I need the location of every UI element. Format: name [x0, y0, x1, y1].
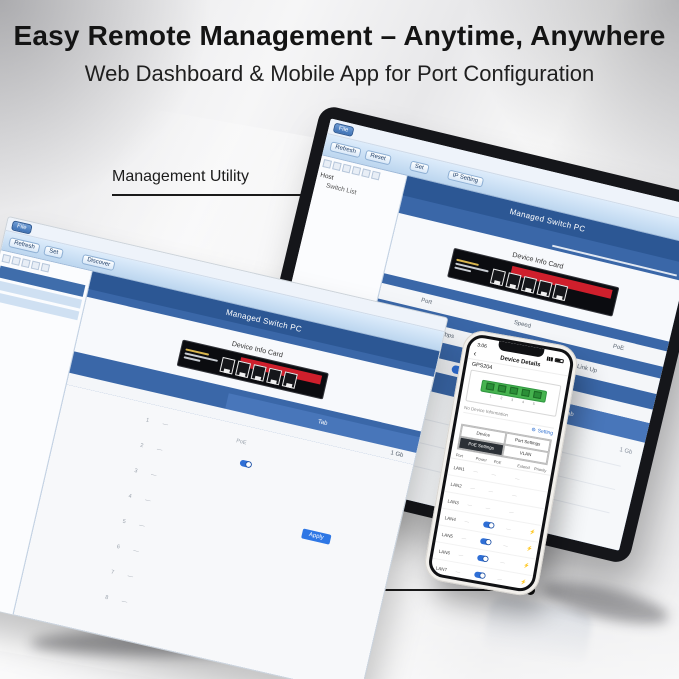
port-icon: [536, 279, 553, 298]
port-number: 5: [532, 401, 536, 406]
port-number: 1: [489, 393, 492, 398]
port-icon: [504, 272, 522, 290]
web-toolbar-button[interactable]: Refresh: [8, 236, 41, 254]
port-row: 8—: [104, 594, 128, 606]
port-row: 5—: [121, 518, 146, 530]
port-icon: [219, 356, 236, 374]
gear-icon: ⚙: [530, 426, 537, 434]
port-icon: [281, 370, 298, 389]
poe-toggle[interactable]: [479, 537, 492, 546]
poe-toggle[interactable]: [476, 553, 489, 562]
utility-toolbar-button[interactable]: Refresh: [329, 140, 362, 158]
speed-label: 1 Gb: [389, 450, 404, 459]
port-icon: [489, 268, 506, 287]
poe-toggle[interactable]: [473, 570, 486, 579]
callout-management-utility: Management Utility: [112, 168, 333, 200]
utility-toolbar-button[interactable]: Reset: [364, 149, 392, 165]
mid-token: PoE: [235, 438, 247, 447]
priority-icon[interactable]: ⚡: [522, 562, 530, 570]
web-toolbar-button[interactable]: Set: [43, 244, 65, 259]
col-label: Port: [420, 297, 433, 307]
speed-label: 1 Gb: [618, 447, 633, 456]
apply-button[interactable]: Apply: [300, 528, 332, 545]
port-number: 3: [510, 397, 514, 402]
utility-menu-button[interactable]: File: [332, 122, 355, 137]
port-icon: [266, 367, 283, 385]
callout-label: Management Utility: [112, 168, 249, 185]
port-icon: [250, 363, 267, 382]
signal-icon: [546, 356, 554, 362]
port-row: 3—: [133, 468, 157, 480]
port-row: 7—: [110, 569, 134, 581]
page-subtitle: Web Dashboard & Mobile App for Port Conf…: [84, 61, 595, 86]
phone-reflection: [482, 595, 594, 668]
page-title: Easy Remote Management – Anytime, Anywhe…: [13, 20, 666, 51]
web-toolbar-button[interactable]: Discover: [81, 253, 117, 271]
port-row: 1—: [145, 417, 169, 429]
col-label: Speed: [513, 319, 532, 330]
port-row: 2—: [139, 442, 163, 454]
port-row: 4—: [127, 493, 152, 505]
port-icon: [520, 275, 537, 294]
port-row: 6—: [116, 543, 140, 555]
laptop-shadow: [538, 573, 672, 633]
port-number: 4: [521, 399, 525, 404]
port-number: 2: [500, 395, 503, 400]
utility-toolbar-button[interactable]: IP Setting: [446, 168, 484, 188]
priority-icon[interactable]: ⚡: [519, 579, 528, 587]
priority-icon[interactable]: ⚡: [528, 529, 536, 537]
web-menu-button[interactable]: File: [11, 219, 33, 234]
switch-image-labels: [183, 348, 219, 365]
port-icon: [551, 283, 568, 301]
col-label: PoE: [612, 343, 625, 353]
poe-toggle[interactable]: [482, 520, 495, 529]
cell-value: Link Up: [576, 363, 598, 375]
utility-toolbar-button[interactable]: Set: [408, 159, 430, 175]
port-icon: [235, 360, 252, 378]
poe-toggle[interactable]: [239, 459, 253, 469]
priority-icon[interactable]: ⚡: [525, 545, 533, 553]
switch-image-labels: [453, 258, 489, 277]
leader-line: [112, 194, 328, 196]
leader-line: [319, 589, 530, 591]
